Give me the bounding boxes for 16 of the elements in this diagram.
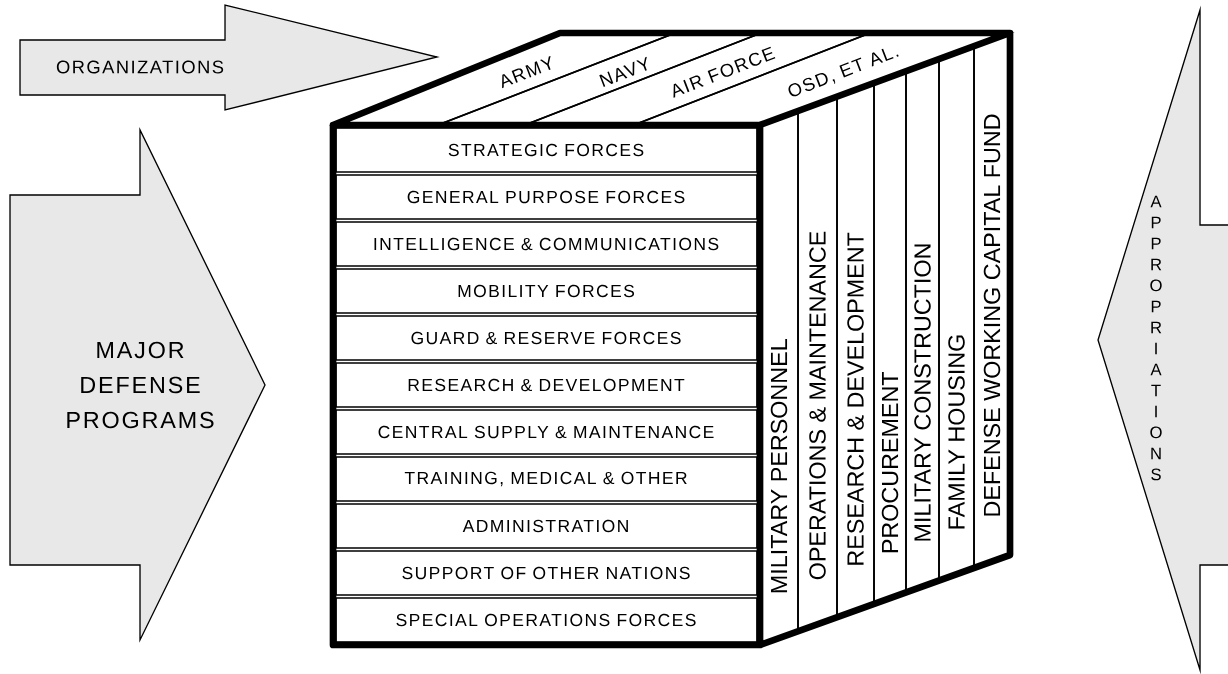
program-row: SUPPORT OF OTHER NATIONS bbox=[335, 550, 758, 596]
program-row: ADMINISTRATION bbox=[335, 503, 758, 549]
program-row: STRATEGIC FORCES bbox=[335, 127, 758, 173]
appropriation-column: RESEARCH & DEVELOPMENT bbox=[836, 81, 875, 619]
program-row: RESEARCH & DEVELOPMENT bbox=[335, 362, 758, 408]
appropriation-column: FAMILY HOUSING bbox=[938, 45, 975, 582]
appropriation-column: MILITARY CONSTRUCTION bbox=[905, 57, 940, 594]
program-row: MOBILITY FORCES bbox=[335, 268, 758, 314]
program-row: SPECIAL OPERATIONS FORCES bbox=[335, 597, 758, 643]
node-label: MILITARY PERSONNEL bbox=[770, 339, 788, 593]
program-row: CENTRAL SUPPLY & MAINTENANCE bbox=[335, 409, 758, 455]
program-row: TRAINING, MEDICAL & OTHER bbox=[335, 456, 758, 502]
program-row: INTELLIGENCE & COMMUNICATIONS bbox=[335, 221, 758, 267]
program-row: GUARD & RESERVE FORCES bbox=[335, 315, 758, 361]
appropriation-column: OPERATIONS & MAINTENANCE bbox=[797, 95, 838, 633]
program-row: GENERAL PURPOSE FORCES bbox=[335, 174, 758, 220]
